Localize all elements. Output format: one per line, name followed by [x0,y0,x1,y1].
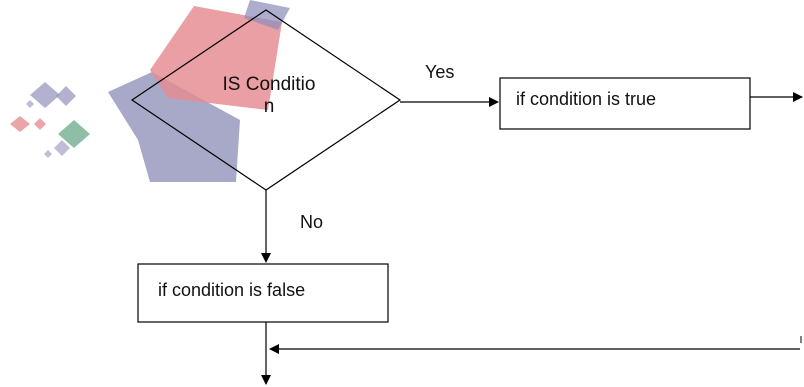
watermark-diamond-5 [58,120,90,148]
true-process-box [499,77,751,130]
watermark-logo [10,0,290,182]
decision-label: IS Condition [222,74,316,114]
watermark-diamond-4 [34,118,46,130]
watermark-diamond-6 [54,140,70,156]
false-process-label: if condition is false [158,280,306,300]
watermark-diamond-7 [44,150,52,158]
watermark-diamond-1 [30,82,60,108]
false-process-box [137,263,389,323]
no-label: No [300,212,324,232]
watermark-red-shape [150,6,282,110]
watermark-blue-shape [108,72,240,182]
watermark-diamond-8 [26,100,34,108]
watermark-blue-top-shape [244,0,290,30]
watermark-diamond-3 [10,116,30,132]
yes-label: Yes [425,62,455,82]
watermark-diamond-2 [56,86,76,106]
true-process-label: if condition is true [516,89,657,109]
